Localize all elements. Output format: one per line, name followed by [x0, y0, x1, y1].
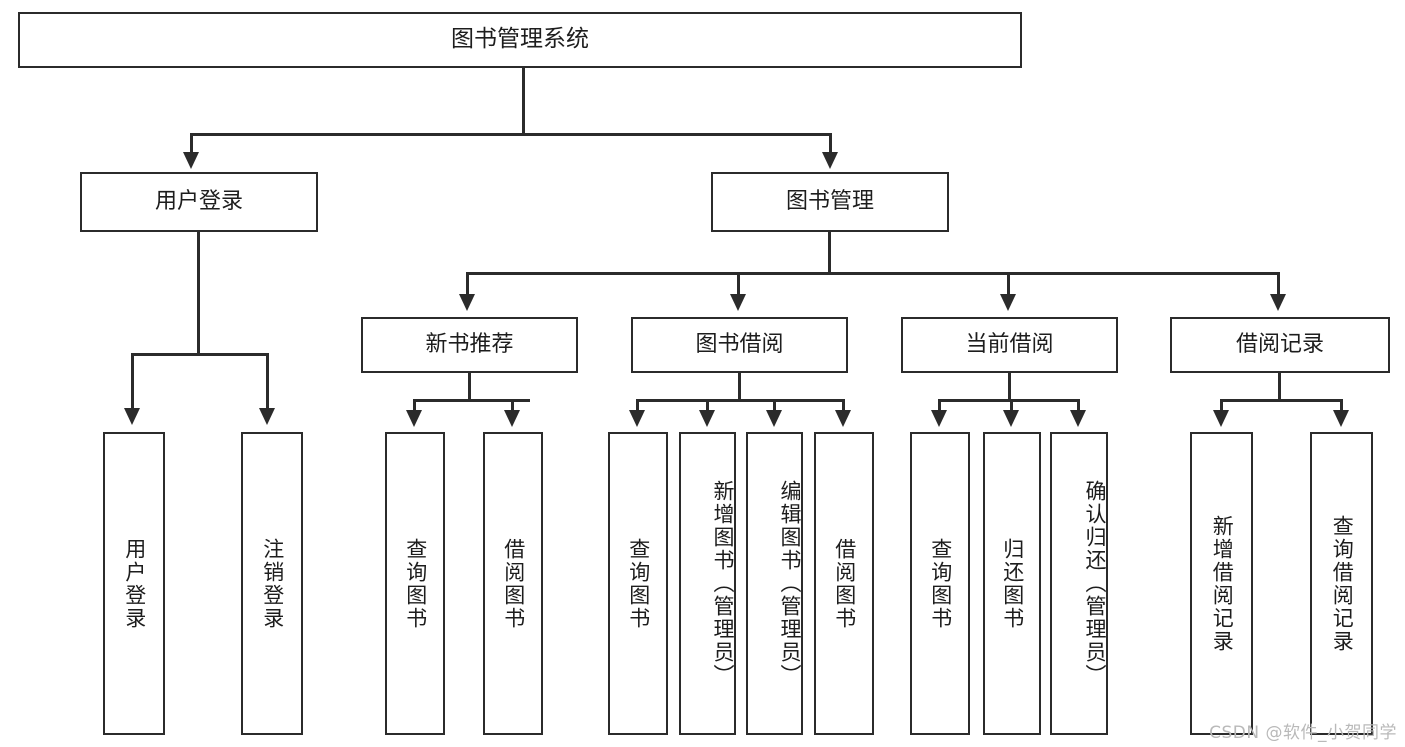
leaf-edit-book-admin[interactable]: 编辑图书（管理员） [746, 432, 803, 735]
node-label: 图书借阅 [695, 331, 784, 357]
node-label: 当前借阅 [965, 331, 1054, 357]
connector-book-borrow-drop-2 [706, 399, 709, 413]
connector-current-borrow-drop-3 [1077, 399, 1080, 413]
leaf-add-book-admin[interactable]: 新增图书（管理员） [679, 432, 736, 735]
node-label: 编辑图书（管理员） [778, 480, 802, 687]
node-label: 新书推荐 [425, 331, 514, 357]
node-label: 确认归还（管理员） [1083, 480, 1107, 687]
arrow-to-leaf-confirm-return [1070, 410, 1086, 427]
connector-root-stem [522, 68, 525, 135]
connector-book-mgmt-drop-4 [1277, 272, 1280, 297]
leaf-borrow-book[interactable]: 借阅图书 [814, 432, 874, 735]
leaf-add-borrow-record[interactable]: 新增借阅记录 [1190, 432, 1253, 735]
arrow-to-current-borrow [1000, 294, 1016, 311]
node-label: 新增借阅记录 [1210, 514, 1235, 653]
arrow-to-leaf-borrow-book-1 [504, 410, 520, 427]
connector-new-book-drop-2 [511, 399, 514, 413]
connector-user-login-bus [131, 353, 269, 356]
leaf-query-book-borrow[interactable]: 查询图书 [608, 432, 668, 735]
arrow-to-leaf-query-book-3 [931, 410, 947, 427]
arrow-to-leaf-return-book [1003, 410, 1019, 427]
connector-borrow-record-bus [1220, 399, 1343, 402]
node-label: 查询图书 [928, 537, 953, 630]
node-label: 用户登录 [122, 537, 147, 630]
arrow-to-leaf-logout [259, 408, 275, 425]
leaf-query-borrow-record[interactable]: 查询借阅记录 [1310, 432, 1373, 735]
connector-book-borrow-bus [636, 399, 845, 402]
node-label: 用户登录 [154, 188, 243, 214]
arrow-to-leaf-borrow-book-2 [835, 410, 851, 427]
connector-new-book-stem [468, 373, 471, 401]
node-label: 借阅图书 [832, 537, 857, 630]
connector-book-mgmt-drop-1 [466, 272, 469, 297]
node-label: 查询图书 [403, 537, 428, 630]
connector-book-borrow-drop-1 [636, 399, 639, 413]
connector-user-login-drop-2 [266, 353, 269, 411]
node-label: 查询借阅记录 [1330, 514, 1355, 653]
connector-user-login-drop-1 [131, 353, 134, 411]
node-book-management[interactable]: 图书管理 [711, 172, 949, 232]
node-label: 借阅记录 [1235, 331, 1324, 357]
connector-new-book-bus [413, 399, 530, 402]
connector-user-login-stem [197, 232, 200, 355]
node-label: 查询图书 [626, 537, 651, 630]
leaf-return-book[interactable]: 归还图书 [983, 432, 1041, 735]
connector-root-to-book-mgmt [829, 133, 832, 155]
connector-book-mgmt-drop-3 [1007, 272, 1010, 297]
node-user-login[interactable]: 用户登录 [80, 172, 318, 232]
arrow-to-leaf-add-book [699, 410, 715, 427]
arrow-to-new-book-recommend [459, 294, 475, 311]
connector-book-borrow-stem [738, 373, 741, 401]
leaf-user-login[interactable]: 用户登录 [103, 432, 165, 735]
connector-book-mgmt-bus [466, 272, 1280, 275]
arrow-to-leaf-edit-book [766, 410, 782, 427]
connector-book-mgmt-stem [828, 232, 831, 274]
arrow-to-leaf-add-record [1213, 410, 1229, 427]
connector-borrow-record-stem [1278, 373, 1281, 401]
node-book-borrow[interactable]: 图书借阅 [631, 317, 848, 373]
leaf-borrow-book-recommend[interactable]: 借阅图书 [483, 432, 543, 735]
leaf-confirm-return-admin[interactable]: 确认归还（管理员） [1050, 432, 1108, 735]
arrow-to-leaf-user-login [124, 408, 140, 425]
node-label: 借阅图书 [501, 537, 526, 630]
node-label: 图书管理 [785, 188, 874, 214]
arrow-to-leaf-query-book-1 [406, 410, 422, 427]
node-label: 图书管理系统 [451, 26, 589, 53]
arrow-root-to-user-login [183, 152, 199, 169]
connector-borrow-record-drop-1 [1220, 399, 1223, 413]
connector-book-borrow-drop-4 [842, 399, 845, 413]
connector-current-borrow-drop-1 [938, 399, 941, 413]
node-label: 归还图书 [1000, 537, 1025, 630]
arrow-root-to-book-mgmt [822, 152, 838, 169]
node-root-system[interactable]: 图书管理系统 [18, 12, 1022, 68]
node-current-borrow[interactable]: 当前借阅 [901, 317, 1118, 373]
connector-root-to-user-login [190, 133, 193, 155]
connector-current-borrow-bus [938, 399, 1080, 402]
node-label: 新增图书（管理员） [711, 480, 735, 687]
node-label: 注销登录 [260, 537, 285, 630]
connector-book-mgmt-drop-2 [737, 272, 740, 297]
node-borrow-record[interactable]: 借阅记录 [1170, 317, 1390, 373]
csdn-watermark: CSDN @软件_小贺同学 [1209, 723, 1397, 743]
leaf-query-book-recommend[interactable]: 查询图书 [385, 432, 445, 735]
connector-current-borrow-stem [1008, 373, 1011, 401]
connector-current-borrow-drop-2 [1010, 399, 1013, 413]
arrow-to-book-borrow [730, 294, 746, 311]
connector-borrow-record-drop-2 [1340, 399, 1343, 413]
arrow-to-leaf-query-book-2 [629, 410, 645, 427]
connector-root-bus [190, 133, 832, 136]
connector-book-borrow-drop-3 [773, 399, 776, 413]
connector-new-book-drop-1 [413, 399, 416, 413]
leaf-query-book-current[interactable]: 查询图书 [910, 432, 970, 735]
arrow-to-leaf-query-record [1333, 410, 1349, 427]
node-new-book-recommend[interactable]: 新书推荐 [361, 317, 578, 373]
leaf-logout[interactable]: 注销登录 [241, 432, 303, 735]
arrow-to-borrow-record [1270, 294, 1286, 311]
